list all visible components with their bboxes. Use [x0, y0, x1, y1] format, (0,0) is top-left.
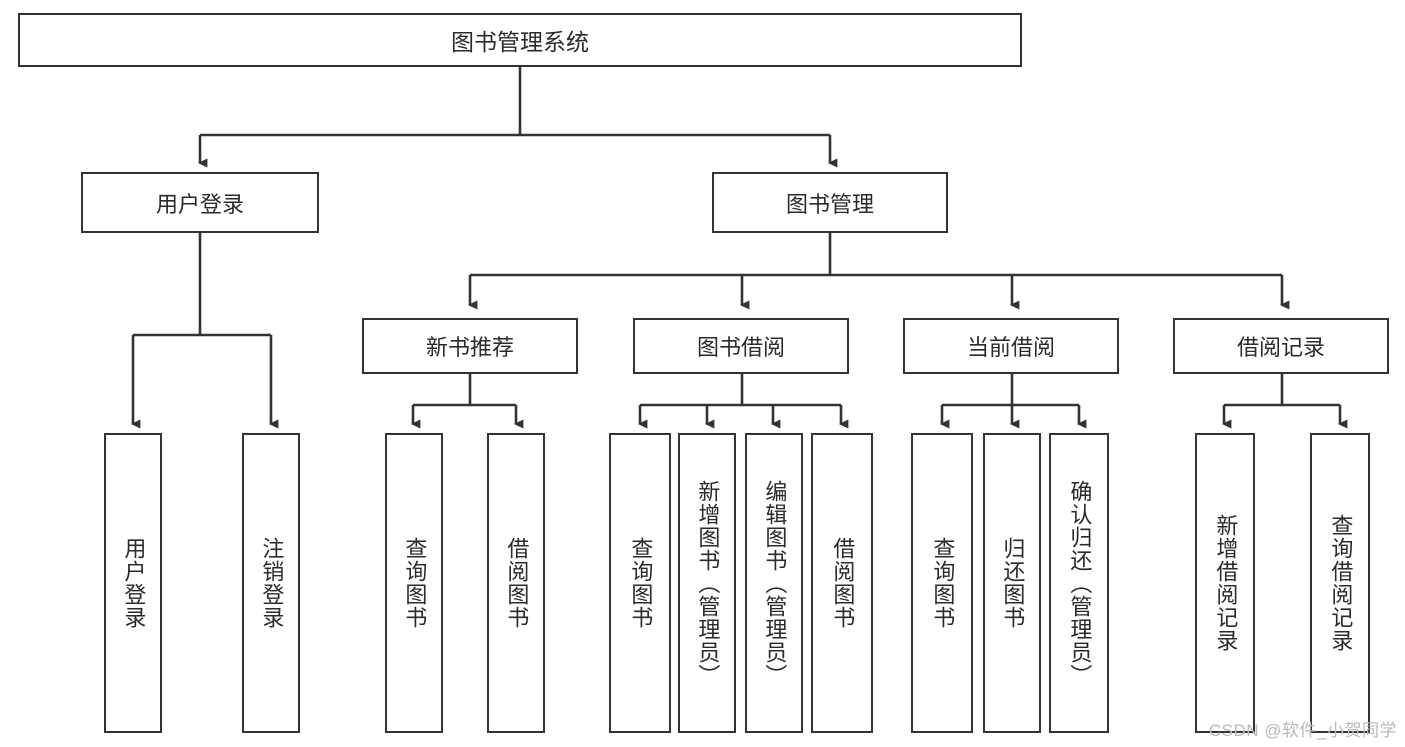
node-label: 查询图书	[628, 537, 654, 629]
node-label: 新书推荐	[425, 335, 514, 360]
node-label: 借阅图书	[830, 537, 856, 629]
leaf-borrow-add-book-admin[interactable]: 新增图书（管理员）	[678, 433, 736, 733]
watermark-text: CSDN @软件_小贺同学	[1208, 721, 1397, 740]
node-label: 当前借阅	[966, 335, 1055, 360]
node-label: 查询借阅记录	[1328, 514, 1354, 652]
leaf-current-query-book[interactable]: 查询图书	[911, 433, 973, 733]
leaf-records-query-record[interactable]: 查询借阅记录	[1310, 433, 1370, 733]
node-label: 图书管理	[785, 191, 874, 217]
node-label: 新增借阅记录	[1213, 514, 1239, 652]
node-label: 编辑图书（管理员）	[762, 479, 788, 687]
leaf-current-confirm-return-admin[interactable]: 确认归还（管理员）	[1049, 433, 1109, 733]
leaf-user-login-logout[interactable]: 注销登录	[242, 433, 300, 733]
leaf-current-return-book[interactable]: 归还图书	[983, 433, 1041, 733]
node-new-book-recommend[interactable]: 新书推荐	[362, 318, 578, 374]
leaf-records-add-record[interactable]: 新增借阅记录	[1195, 433, 1255, 733]
node-book-management[interactable]: 图书管理	[712, 172, 948, 233]
leaf-borrow-query-book[interactable]: 查询图书	[609, 433, 671, 733]
node-label: 归还图书	[1000, 537, 1026, 629]
node-label: 新增图书（管理员）	[695, 479, 721, 687]
node-label: 借阅记录	[1236, 335, 1325, 360]
node-label: 查询图书	[402, 537, 428, 629]
node-label: 用户登录	[121, 537, 147, 629]
leaf-recommend-borrow-book[interactable]: 借阅图书	[487, 433, 545, 733]
node-label: 图书借阅	[696, 335, 785, 360]
leaf-borrow-edit-book-admin[interactable]: 编辑图书（管理员）	[745, 433, 803, 733]
node-root-system[interactable]: 图书管理系统	[18, 13, 1022, 67]
leaf-user-login-login[interactable]: 用户登录	[104, 433, 162, 733]
node-current-borrow[interactable]: 当前借阅	[903, 318, 1119, 374]
node-label: 用户登录	[155, 191, 244, 217]
node-label: 查询图书	[930, 537, 956, 629]
node-label: 确认归还（管理员）	[1067, 479, 1093, 687]
node-borrow-records[interactable]: 借阅记录	[1173, 318, 1389, 374]
node-label: 图书管理系统	[451, 29, 589, 55]
node-label: 注销登录	[259, 537, 285, 629]
node-book-borrow[interactable]: 图书借阅	[633, 318, 849, 374]
leaf-recommend-query-book[interactable]: 查询图书	[385, 433, 443, 733]
node-label: 借阅图书	[504, 537, 530, 629]
node-user-login[interactable]: 用户登录	[81, 172, 319, 233]
leaf-borrow-borrow-book[interactable]: 借阅图书	[811, 433, 873, 733]
